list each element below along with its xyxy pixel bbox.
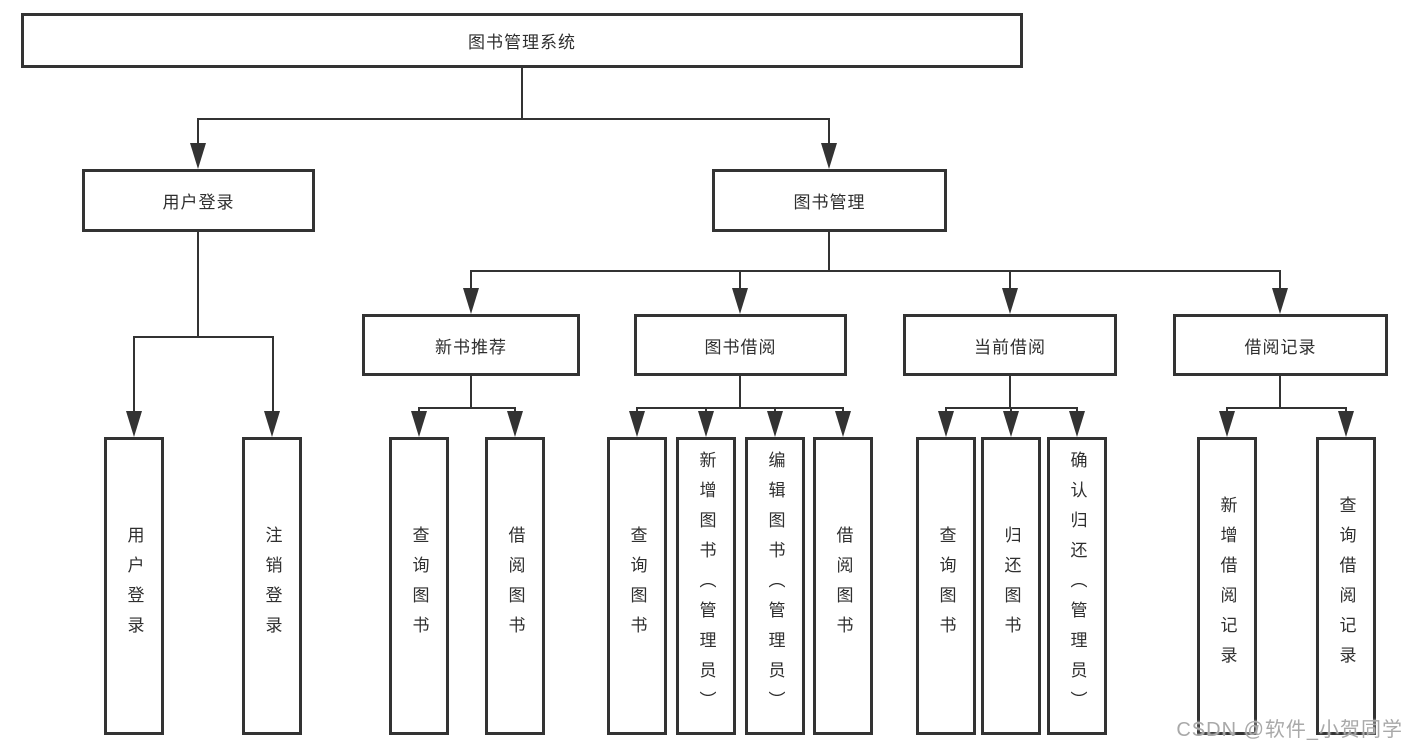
connector-line bbox=[828, 118, 830, 146]
connector-line bbox=[636, 407, 638, 413]
connector-line bbox=[197, 118, 830, 120]
connector-line bbox=[1009, 376, 1011, 407]
connector-line bbox=[739, 270, 741, 290]
connector-line bbox=[1009, 270, 1011, 290]
connector-line bbox=[197, 232, 199, 337]
arrowhead-down-icon bbox=[629, 411, 645, 437]
node-leaf-query-books-borrow: 查询图书 bbox=[607, 437, 667, 735]
watermark: CSDN @软件_小贺同学 bbox=[1176, 719, 1403, 741]
connector-line bbox=[514, 407, 516, 413]
node-book-borrow: 图书借阅 bbox=[634, 314, 847, 376]
arrowhead-down-icon bbox=[1272, 288, 1288, 314]
connector-line bbox=[1279, 270, 1281, 290]
connector-line bbox=[1010, 407, 1012, 413]
connector-line bbox=[272, 336, 274, 413]
connector-line bbox=[842, 407, 844, 413]
connector-line bbox=[739, 376, 741, 407]
connector-line bbox=[470, 376, 472, 407]
node-user-login: 用户登录 bbox=[82, 169, 315, 232]
arrowhead-down-icon bbox=[732, 288, 748, 314]
arrowhead-down-icon bbox=[507, 411, 523, 437]
node-leaf-logout: 注销登录 bbox=[242, 437, 302, 735]
connector-line bbox=[418, 407, 420, 413]
arrowhead-down-icon bbox=[1338, 411, 1354, 437]
node-current-borrow: 当前借阅 bbox=[903, 314, 1117, 376]
connector-line bbox=[133, 336, 274, 338]
arrowhead-down-icon bbox=[1069, 411, 1085, 437]
connector-line bbox=[945, 407, 947, 413]
node-borrow-records: 借阅记录 bbox=[1173, 314, 1388, 376]
connector-line bbox=[470, 270, 472, 290]
connector-line bbox=[133, 336, 135, 413]
connector-line bbox=[1226, 407, 1228, 413]
arrowhead-down-icon bbox=[1219, 411, 1235, 437]
arrowhead-down-icon bbox=[698, 411, 714, 437]
node-root: 图书管理系统 bbox=[21, 13, 1023, 68]
connector-line bbox=[197, 118, 199, 146]
connector-line bbox=[1076, 407, 1078, 413]
arrowhead-down-icon bbox=[938, 411, 954, 437]
arrowhead-down-icon bbox=[767, 411, 783, 437]
node-leaf-borrow-books: 借阅图书 bbox=[813, 437, 873, 735]
connector-line bbox=[636, 407, 843, 409]
arrowhead-down-icon bbox=[190, 143, 206, 169]
node-leaf-query-books-current: 查询图书 bbox=[916, 437, 976, 735]
connector-line bbox=[1226, 407, 1347, 409]
node-leaf-return-book: 归还图书 bbox=[981, 437, 1041, 735]
arrowhead-down-icon bbox=[1003, 411, 1019, 437]
node-leaf-add-borrow-record: 新增借阅记录 bbox=[1197, 437, 1257, 735]
connector-line bbox=[774, 407, 776, 413]
arrowhead-down-icon bbox=[411, 411, 427, 437]
node-leaf-user-login: 用户登录 bbox=[104, 437, 164, 735]
arrowhead-down-icon bbox=[463, 288, 479, 314]
node-leaf-query-books-recommend: 查询图书 bbox=[389, 437, 449, 735]
node-book-management: 图书管理 bbox=[712, 169, 947, 232]
arrowhead-down-icon bbox=[264, 411, 280, 437]
node-leaf-confirm-return-admin: 确认归还（管理员） bbox=[1047, 437, 1107, 735]
node-leaf-edit-book-admin: 编辑图书（管理员） bbox=[745, 437, 805, 735]
node-new-book-recommend: 新书推荐 bbox=[362, 314, 580, 376]
connector-line bbox=[828, 232, 830, 272]
connector-line bbox=[705, 407, 707, 413]
arrowhead-down-icon bbox=[835, 411, 851, 437]
connector-line bbox=[521, 68, 523, 118]
connector-line bbox=[418, 407, 516, 409]
connector-line bbox=[470, 270, 1281, 272]
node-leaf-borrow-books-recommend: 借阅图书 bbox=[485, 437, 545, 735]
arrowhead-down-icon bbox=[126, 411, 142, 437]
arrowhead-down-icon bbox=[821, 143, 837, 169]
connector-line bbox=[1345, 407, 1347, 413]
arrowhead-down-icon bbox=[1002, 288, 1018, 314]
node-leaf-query-borrow-record: 查询借阅记录 bbox=[1316, 437, 1376, 735]
connector-line bbox=[1279, 376, 1281, 407]
node-leaf-add-book-admin: 新增图书（管理员） bbox=[676, 437, 736, 735]
